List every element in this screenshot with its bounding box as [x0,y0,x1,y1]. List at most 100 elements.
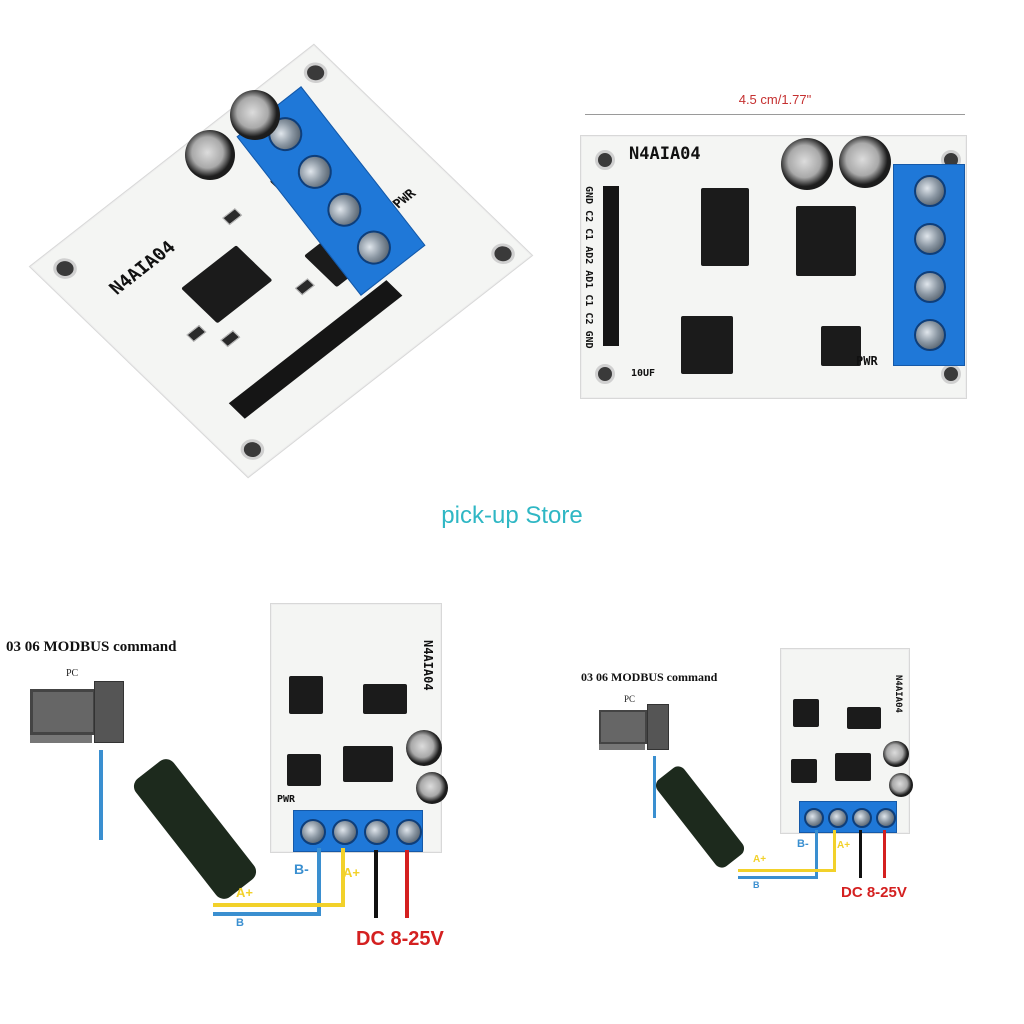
ic-chip [701,188,749,266]
wire-blue [738,876,818,879]
mount-hole [486,239,520,269]
terminal-screw [804,808,824,828]
terminal-screw [300,819,326,845]
screw-terminal [893,164,965,366]
b-minus-label: B- [797,838,809,850]
pcb-board: N4AIA04 GND C2 C1 AD2 AD1 C1 C2 GND PWR … [580,135,967,399]
wire-blue [317,848,321,916]
ic-chip [289,676,323,714]
ic-chip [181,245,273,324]
a-plus-label: A+ [837,840,851,851]
wire-yellow [738,869,836,872]
smd-resistor [220,330,241,348]
wire-blue [213,912,321,916]
wire-red [883,830,886,878]
mount-hole [941,364,961,384]
terminal-screw [852,808,872,828]
screw-terminal [799,801,897,833]
dimension-line [585,114,965,115]
b-minus-label: B- [294,861,309,877]
pcb-board: N4AIA04 [780,648,913,834]
power-label: DC 8-25V [841,884,907,901]
wire-yellow [833,830,836,872]
a-plus-label: A+ [343,865,360,880]
electrolytic-capacitor [185,130,235,180]
pc-icon [30,681,126,751]
wire-blue [815,830,818,879]
mount-hole [595,150,615,170]
mount-hole [48,254,82,284]
header-pin-labels: GND C2 C1 AD2 AD1 C1 C2 GND [583,186,594,349]
store-name: pick-up Store [441,502,583,529]
regulator-chip [796,206,856,276]
board-model-label: N4AIA04 [105,237,181,299]
wiring-diagram-large: 03 06 MODBUS command PC N4AIA04 PWR B- A… [0,595,500,955]
terminal-screw [828,808,848,828]
ic-chip [791,759,817,783]
modbus-command-label: 03 06 MODBUS command [581,670,718,684]
electrolytic-capacitor [889,773,913,797]
pc-icon [599,704,669,756]
wire-yellow [341,848,345,907]
ic-chip [287,754,321,786]
pcb-board: N4AIA04 PWR [270,603,448,853]
board-model-label: N4AIA04 [421,640,435,691]
terminal-screw [914,319,946,351]
smd-resistor [186,325,207,342]
terminal-screw [332,819,358,845]
modbus-command-label: 03 06 MODBUS command [6,639,177,655]
cap-label: 10UF [631,368,656,379]
electrolytic-capacitor [406,730,442,766]
terminal-screw [350,223,398,272]
electrolytic-capacitor [839,136,891,188]
pc-label: PC [624,694,636,704]
terminal-screw [914,223,946,255]
b-label-adapter: B [236,917,244,929]
pwr-label: PWR [277,794,296,805]
pin-header [228,280,403,419]
wire-blue [99,750,103,840]
usb-rs485-adapter [129,755,261,903]
electrolytic-capacitor [781,138,833,190]
pc-label: PC [66,668,79,679]
dimension-label: 4.5 cm/1.77" [738,92,812,107]
ic-chip [681,316,733,374]
regulator-chip [343,746,393,782]
mount-hole [595,364,615,384]
b-label-adapter: B [753,880,760,890]
wire-black [374,850,378,918]
screw-terminal [293,810,423,852]
wiring-diagram-small: 03 06 MODBUS command PC N4AIA04 B- A+ A+… [575,640,955,920]
ic-chip [821,326,861,366]
terminal-screw [876,808,896,828]
ic-chip [363,684,407,714]
wire-yellow [213,903,345,907]
smd-resistor [222,208,243,226]
wire-red [405,850,409,918]
terminal-screw [320,185,369,234]
board-photo-flat: 4.5 cm/1.77" N4AIA04 GND C2 C1 AD2 AD1 C… [575,80,975,400]
usb-rs485-adapter [652,763,748,871]
wire-black [859,830,862,878]
pwr-label: PWR [856,354,878,368]
ic-chip [793,699,819,727]
board-model-label: N4AIA04 [893,675,903,713]
mount-hole [298,58,333,88]
terminal-screw [396,819,422,845]
a-plus-label-adapter: A+ [753,854,767,865]
a-plus-label-adapter: A+ [236,885,253,900]
electrolytic-capacitor [883,741,909,767]
pin-header [603,186,619,346]
terminal-screw [364,819,390,845]
smd-resistor [294,278,315,296]
terminal-screw [914,271,946,303]
electrolytic-capacitor [416,772,448,804]
wire-blue [653,756,656,818]
ic-chip [847,707,881,729]
mount-hole [235,435,270,465]
regulator-chip [835,753,871,781]
board-photo-angled: N4AIA04 PWR [28,30,534,500]
terminal-screw [914,175,946,207]
power-label: DC 8-25V [356,928,444,950]
terminal-screw [290,148,339,196]
